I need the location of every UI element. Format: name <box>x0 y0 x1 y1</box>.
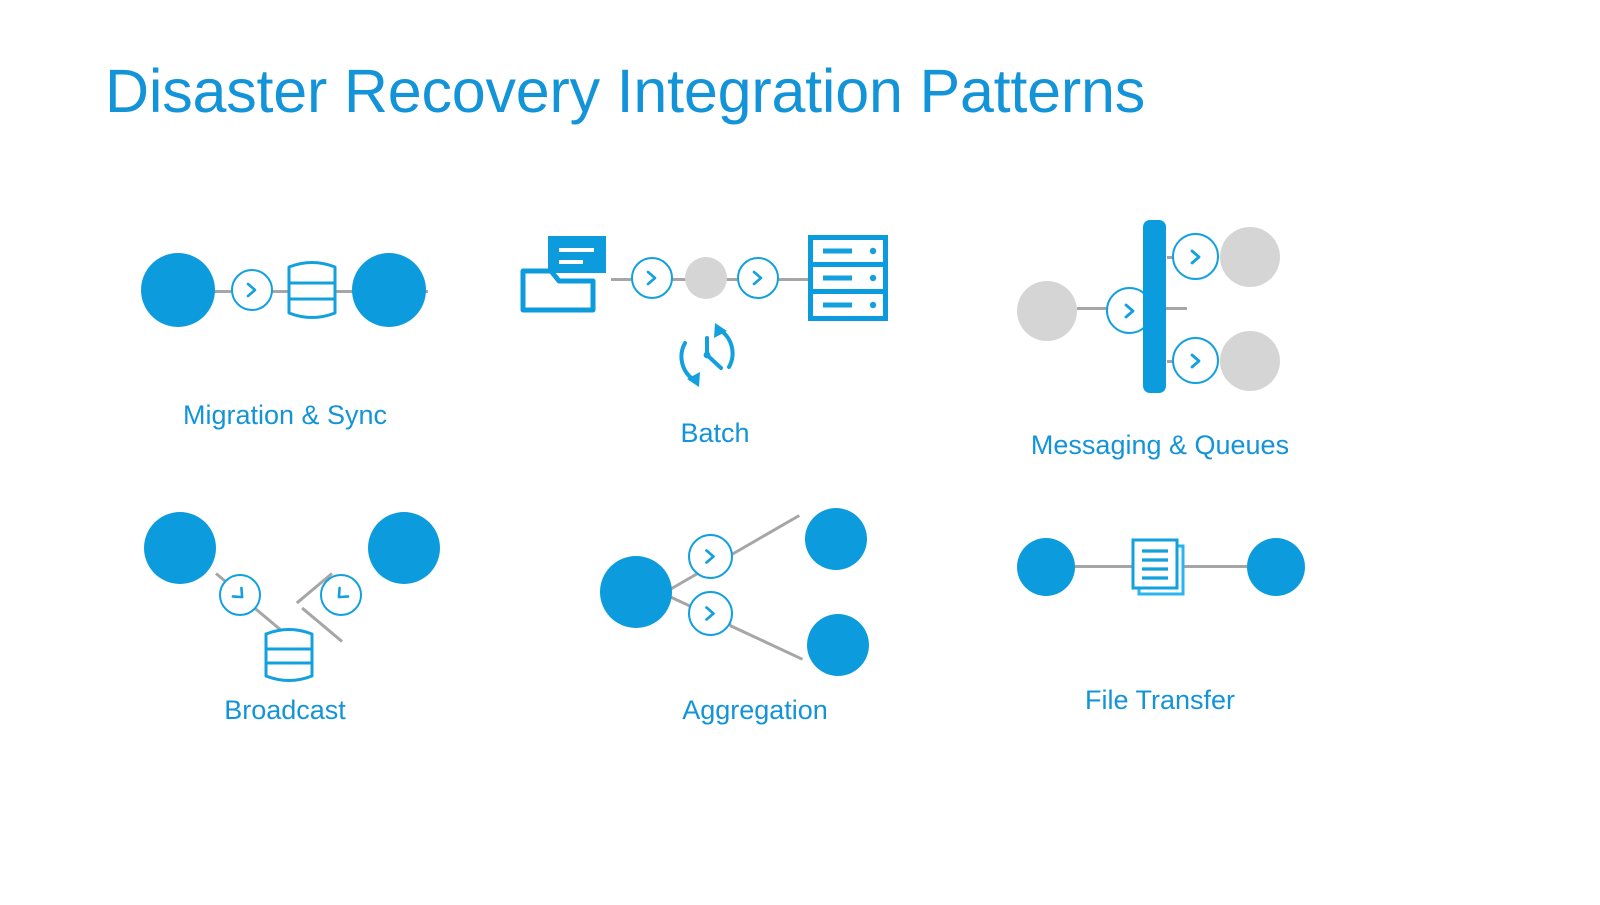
arrow-chevron-icon <box>1172 337 1219 384</box>
blue-node-icon <box>368 512 440 584</box>
messaging-queues-diagram <box>995 205 1325 405</box>
file-transfer-diagram <box>995 500 1325 660</box>
aggregation-diagram <box>575 500 935 685</box>
gray-node-icon <box>1017 281 1077 341</box>
arrow-chevron-icon <box>688 534 733 579</box>
pattern-aggregation[interactable]: Aggregation <box>575 500 935 745</box>
arrow-chevron-down-left-icon <box>320 574 362 616</box>
pattern-broadcast[interactable]: Broadcast <box>120 500 450 745</box>
migration-sync-diagram <box>120 230 450 380</box>
server-rack-icon <box>808 235 888 321</box>
document-stack-icon <box>1129 536 1187 598</box>
pattern-label-aggregation: Aggregation <box>682 695 828 725</box>
batch-diagram <box>505 215 925 400</box>
pattern-label-migration-sync: Migration & Sync <box>182 400 388 430</box>
arrow-chevron-down-right-icon <box>219 574 261 616</box>
connector-line <box>729 514 801 557</box>
pattern-label-file-transfer: File Transfer <box>1084 685 1236 715</box>
connector-line <box>773 278 818 281</box>
connector-line <box>1177 565 1252 568</box>
blue-node-icon <box>1017 538 1075 596</box>
gray-node-icon <box>685 257 727 299</box>
page-title: Disaster Recovery Integration Patterns <box>105 57 1146 125</box>
clock-scheduler-icon <box>671 319 743 391</box>
connector-line <box>1155 307 1187 310</box>
blue-node-icon <box>807 614 869 676</box>
blue-node-icon <box>1247 538 1305 596</box>
gray-node-icon <box>1220 227 1280 287</box>
queue-bar-icon <box>1143 220 1166 393</box>
blue-node-icon <box>144 512 216 584</box>
arrow-chevron-icon <box>631 257 673 299</box>
folder-document-icon <box>520 235 609 317</box>
blue-node-icon <box>805 508 867 570</box>
pattern-file-transfer[interactable]: File Transfer <box>995 500 1325 745</box>
pattern-label-batch: Batch <box>680 418 750 448</box>
arrow-chevron-icon <box>231 269 273 311</box>
pattern-label-broadcast: Broadcast <box>224 695 346 725</box>
arrow-chevron-icon <box>737 257 779 299</box>
pattern-messaging-queues[interactable]: Messaging & Queues <box>995 205 1325 485</box>
pattern-migration-sync[interactable]: Migration & Sync <box>120 230 450 460</box>
connector-line <box>1077 307 1110 310</box>
connector-line <box>729 624 804 661</box>
blue-node-icon <box>352 253 426 327</box>
pattern-label-messaging-queues: Messaging & Queues <box>1030 430 1290 460</box>
connector-line <box>1067 565 1139 568</box>
blue-node-icon <box>141 253 215 327</box>
database-cylinder-icon <box>263 624 315 686</box>
database-cylinder-icon <box>286 257 338 323</box>
blue-node-icon <box>600 556 672 628</box>
arrow-chevron-icon <box>688 591 733 636</box>
arrow-chevron-icon <box>1172 233 1219 280</box>
connector-line <box>719 278 749 281</box>
broadcast-diagram <box>120 500 450 685</box>
pattern-batch[interactable]: Batch <box>505 215 925 475</box>
gray-node-icon <box>1220 331 1280 391</box>
